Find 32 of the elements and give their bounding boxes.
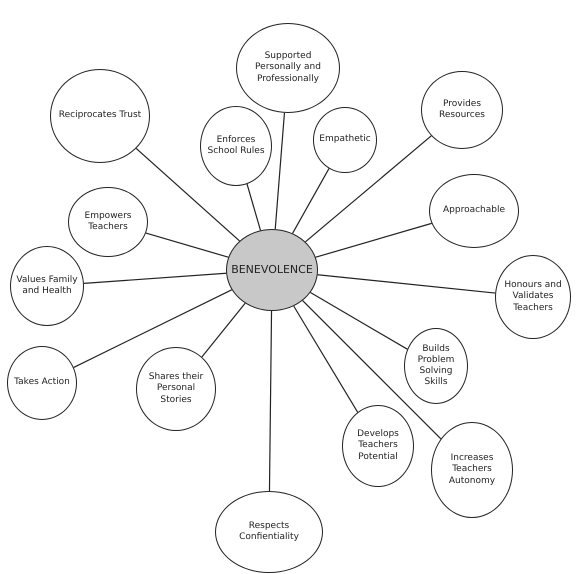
connector-line <box>316 222 432 258</box>
connector-line <box>146 232 228 258</box>
node-label: Increases Teachers Autonomy <box>448 453 496 487</box>
connector-line <box>246 184 262 230</box>
connector-line <box>318 274 496 294</box>
connector-line <box>292 168 330 234</box>
central-circle <box>226 229 318 311</box>
node-label: Respects Confientiality <box>238 520 300 544</box>
node-label: Takes Action <box>13 377 71 389</box>
node-label: Empowers Teachers <box>84 210 132 234</box>
connector-line <box>136 148 240 242</box>
connector-line <box>310 292 408 350</box>
connector-line <box>201 302 246 358</box>
connector-line <box>73 289 232 368</box>
node-label: Honours and Validates Teachers <box>503 280 563 314</box>
node-label: Builds Problem Solving Skills <box>416 344 456 388</box>
node-label: Reciprocates Trust <box>58 110 142 122</box>
node-label: Develops Teachers Potential <box>356 429 400 463</box>
connector-line <box>268 311 272 491</box>
node-label: Supported Personally and Professionally <box>254 51 322 85</box>
connector-line <box>293 306 358 412</box>
connector-line <box>274 112 286 230</box>
connector-line <box>305 135 432 242</box>
connector-line <box>84 272 226 284</box>
node-label: Approachable <box>442 205 506 217</box>
node-label: Shares their Personal Stories <box>148 372 204 406</box>
node-label: Provides Resources <box>438 98 486 122</box>
node-label: Values Family and Health <box>15 274 79 298</box>
node-label: Enforces School Rules <box>206 134 266 158</box>
node-label: BENEVOLENCE <box>230 263 314 277</box>
connector-line <box>302 300 442 440</box>
node-label: Empathetic <box>318 134 372 146</box>
